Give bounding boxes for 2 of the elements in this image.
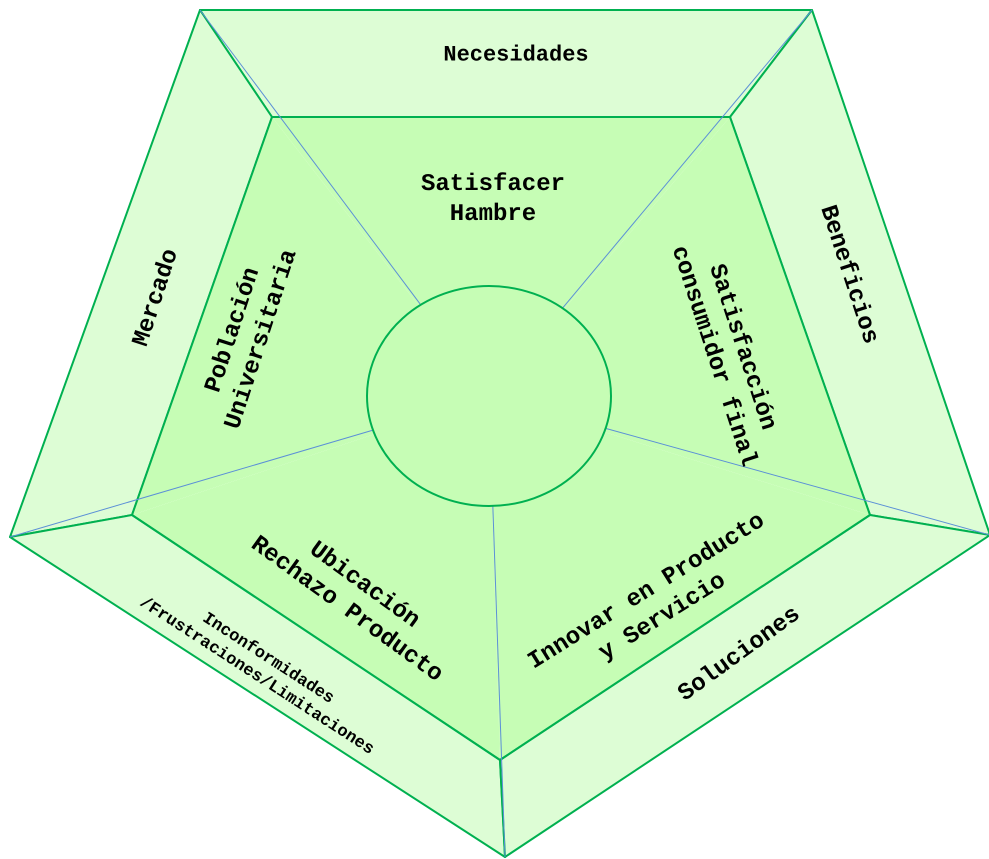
segment-label: Necesidades bbox=[442, 41, 590, 69]
segment-label: Satisfacer Hambre bbox=[420, 170, 566, 230]
